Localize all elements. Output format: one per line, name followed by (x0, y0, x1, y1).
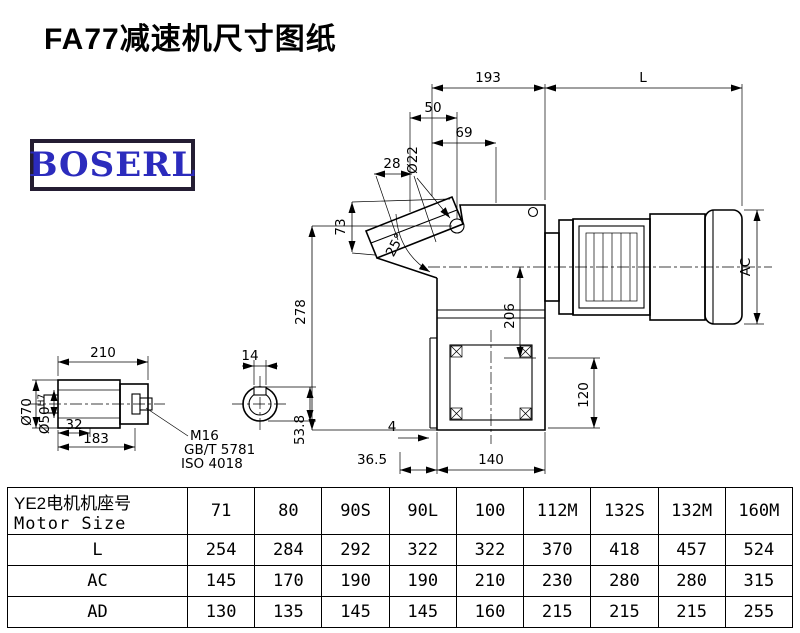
table-col-header: 100 (455, 487, 525, 535)
dim-label-28: 28 (383, 156, 400, 172)
dimension-drawing: 210 Ø70 Ø50H7 32 183 M16 GB/T 5781 ISO 4… (19, 70, 772, 474)
dim-label-278: 278 (293, 299, 309, 325)
dim-label-120: 120 (576, 382, 592, 408)
bore-tolerance: H7 (37, 394, 47, 407)
table-row-label: AD (7, 596, 188, 628)
bolt-standard-gb: GB/T 5781 (184, 442, 255, 458)
table-cell: 322 (388, 534, 457, 566)
motor-size-header-en: Motor Size (14, 513, 127, 534)
table-cell: 145 (388, 596, 457, 628)
table-cell: 255 (724, 596, 794, 628)
table-cell: 170 (254, 565, 323, 597)
table-cell: 418 (590, 534, 659, 566)
table-col-header: 132M (657, 487, 726, 535)
shaft-end-view: 14 53.8 (232, 348, 316, 445)
table-cell: 160 (455, 596, 525, 628)
motor-size-header-cn: YE2电机机座号 (14, 493, 132, 513)
table-cell: 370 (523, 534, 592, 566)
table-cell: 215 (523, 596, 592, 628)
brand-logo-text: BOSERL (28, 145, 197, 185)
main-dimensions: 193 L 50 69 Ø22 28 25° 73 (293, 70, 764, 474)
table-cell: 322 (455, 534, 525, 566)
dim-label-shaft-dia: Ø70 (19, 398, 35, 426)
dim-label-AC: AC (738, 258, 754, 276)
bore-dia-value: Ø50 (37, 406, 53, 434)
table-cell: 190 (388, 565, 457, 597)
table-cell: 215 (590, 596, 659, 628)
dim-label-73: 73 (333, 218, 349, 235)
table-row-AD: AD 130 135 145 145 160 215 215 215 255 (7, 596, 794, 628)
table-cell: 280 (590, 565, 659, 597)
table-cell: 145 (321, 596, 390, 628)
dim-label-140: 140 (478, 452, 504, 468)
dim-label-angle: 25° (383, 231, 408, 260)
table-cell: 130 (186, 596, 256, 628)
table-row-AC: AC 145 170 190 190 210 230 280 280 315 (7, 565, 794, 597)
dim-label-69: 69 (455, 125, 472, 141)
dim-label-bore-dia: Ø50H7 (37, 394, 53, 434)
motor-assembly (544, 209, 743, 325)
motor-size-header-cell: YE2电机机座号 Motor Size (7, 487, 188, 535)
dim-label-4: 4 (388, 419, 397, 435)
table-col-header: 112M (523, 487, 592, 535)
table-cell: 284 (254, 534, 323, 566)
table-cell: 457 (657, 534, 726, 566)
dim-label-210: 210 (90, 345, 116, 361)
table-col-header: 90S (321, 487, 390, 535)
page-title: FA77减速机尺寸图纸 (44, 23, 337, 56)
table-cell: 135 (254, 596, 323, 628)
table-header-row: YE2电机机座号 Motor Size 71 80 90S 90L 100 11… (7, 487, 794, 535)
flange-bolt-holes (450, 345, 532, 420)
dim-label-hole-dia: Ø22 (405, 146, 421, 174)
dim-label-L: L (639, 70, 647, 86)
table-cell: 145 (186, 565, 256, 597)
table-cell: 524 (724, 534, 794, 566)
table-cell: 210 (455, 565, 525, 597)
table-cell: 292 (321, 534, 390, 566)
dim-label-50: 50 (424, 100, 441, 116)
table-col-header: 160M (724, 487, 794, 535)
table-row-label: L (7, 534, 188, 566)
dim-label-53-8: 53.8 (292, 415, 308, 445)
bolt-standard-iso: ISO 4018 (181, 456, 243, 472)
table-col-header: 80 (254, 487, 323, 535)
table-row-label: AC (7, 565, 188, 597)
dim-label-32: 32 (65, 417, 82, 433)
dim-label-183: 183 (83, 431, 109, 447)
table-col-header: 71 (186, 487, 256, 535)
dim-label-193: 193 (475, 70, 501, 86)
gearbox-front-view (364, 195, 772, 444)
dim-label-14: 14 (241, 348, 258, 364)
motor-spec-table: YE2电机机座号 Motor Size 71 80 90S 90L 100 11… (7, 487, 794, 628)
shaft-dimensions: 210 Ø70 Ø50H7 32 183 M16 GB/T 5781 ISO 4… (19, 345, 255, 472)
table-cell: 254 (186, 534, 256, 566)
table-col-header: 90L (388, 487, 457, 535)
dim-label-36-5: 36.5 (357, 452, 387, 468)
brand-logo: BOSERL (28, 139, 197, 191)
table-cell: 230 (523, 565, 592, 597)
table-col-header: 132S (590, 487, 659, 535)
dim-label-206: 206 (502, 303, 518, 329)
table-cell: 190 (321, 565, 390, 597)
table-cell: 215 (657, 596, 726, 628)
table-cell: 280 (657, 565, 726, 597)
bolt-label: M16 (190, 428, 219, 444)
table-cell: 315 (724, 565, 794, 597)
table-row-L: L 254 284 292 322 322 370 418 457 524 (7, 534, 794, 566)
